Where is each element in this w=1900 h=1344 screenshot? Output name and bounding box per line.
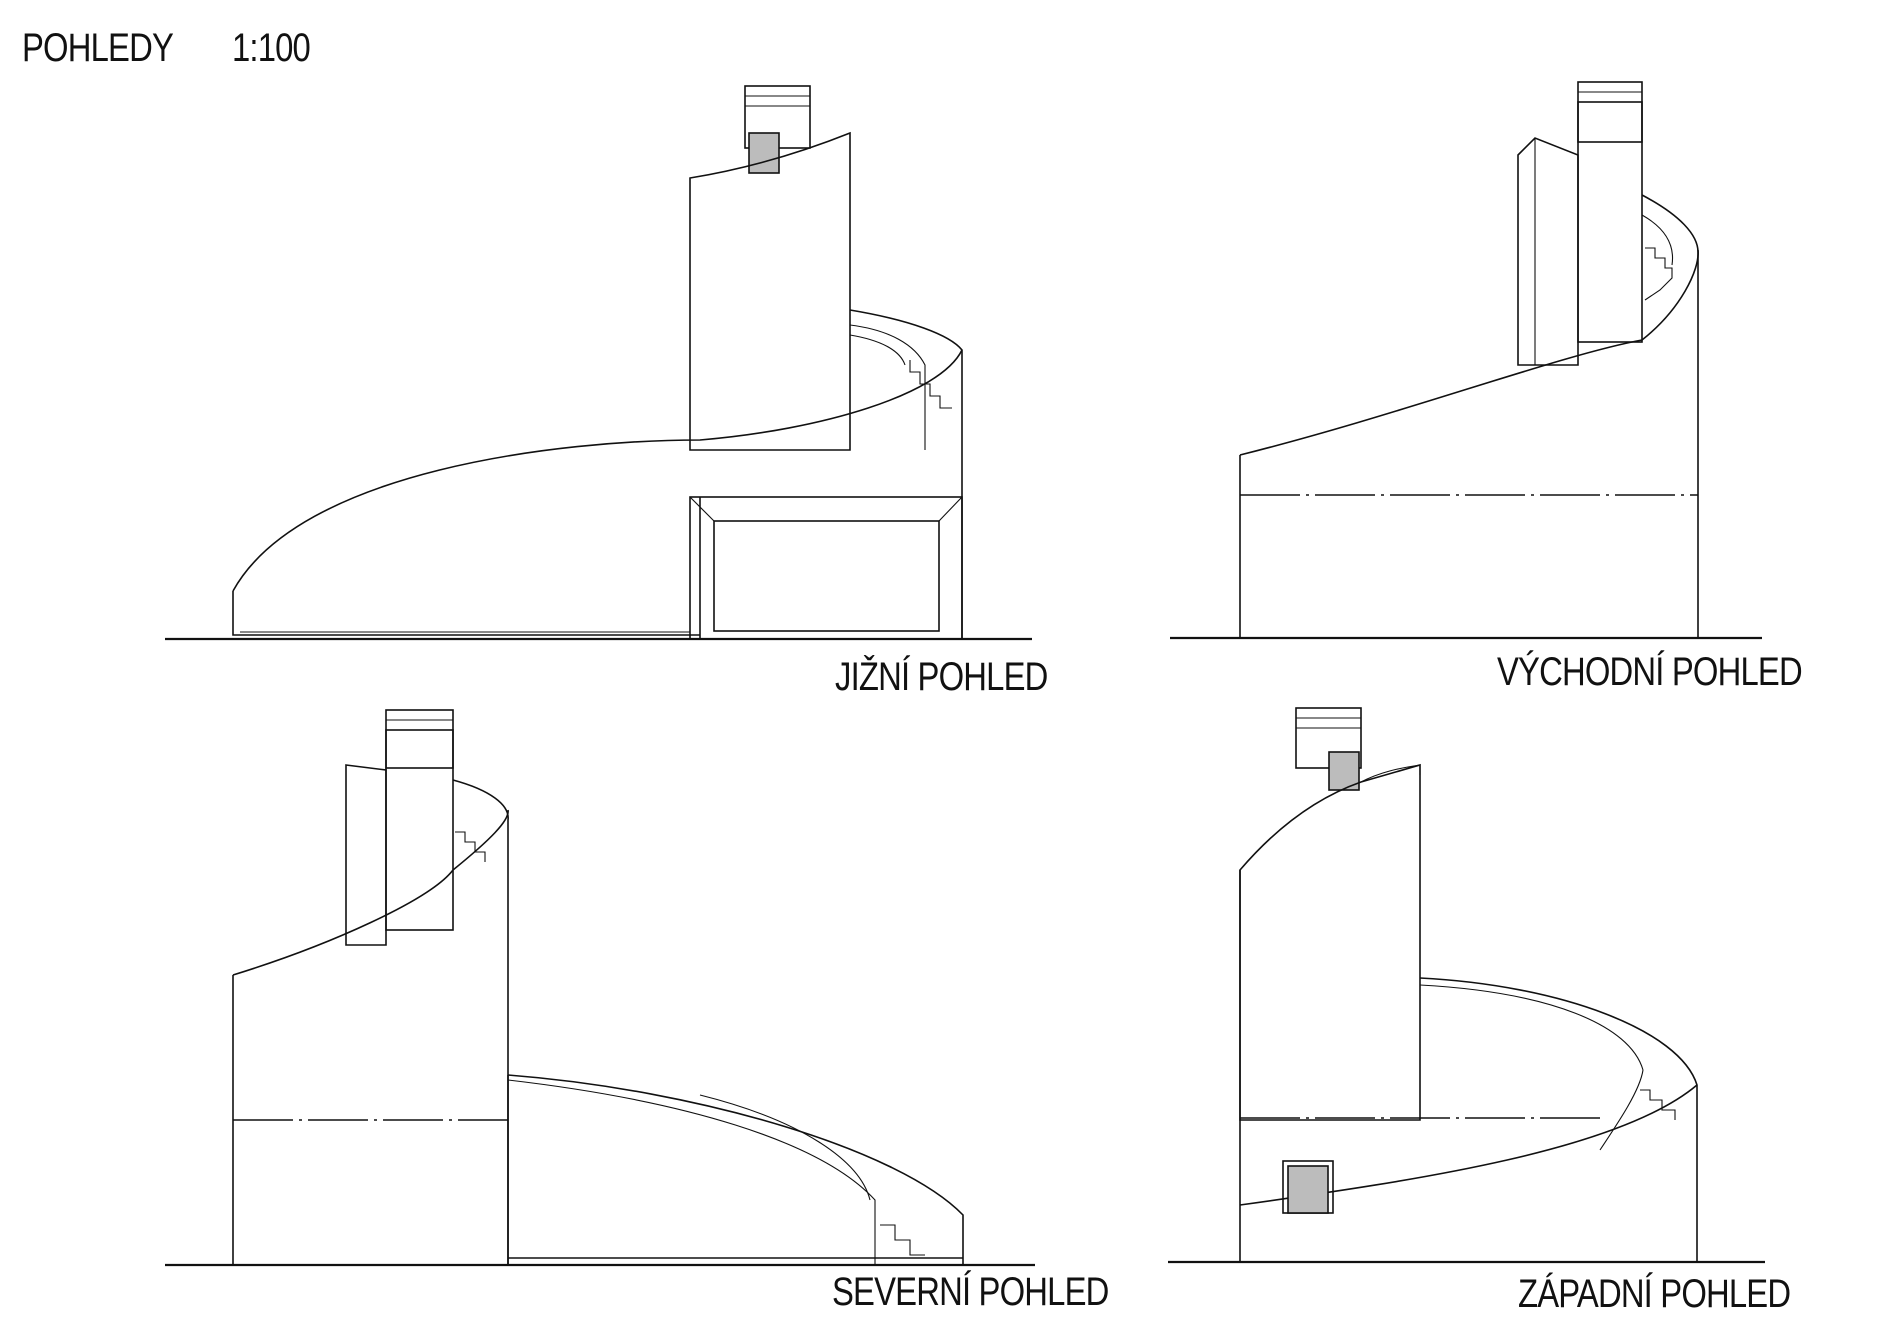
north-spiral-wall [452, 779, 509, 1265]
north-view-label: SEVERNÍ POHLED [832, 1270, 1109, 1314]
south-tower [689, 131, 851, 451]
west-tower-tip [1407, 764, 1421, 775]
north-stairs-upper [455, 831, 486, 862]
south-spiral-wall-line [849, 334, 906, 366]
east-fin [1517, 137, 1579, 366]
north-tower [385, 729, 454, 931]
south-garage-chamfer [938, 496, 963, 522]
north-chimney [385, 709, 454, 769]
north-stairs-lower [880, 1224, 925, 1256]
sheet-title: POHLEDY [22, 26, 174, 70]
west-view-label: ZÁPADNÍ POHLED [1518, 1272, 1791, 1316]
south-ramp-base [232, 591, 700, 636]
west-tower [1239, 763, 1421, 1121]
east-tower [1577, 101, 1643, 343]
north-fin [345, 764, 387, 946]
south-garage [689, 496, 963, 640]
east-chimney [1577, 81, 1643, 143]
north-low-block [507, 1075, 963, 1265]
north-ramp-outer [232, 809, 509, 976]
north-low-ramp-outer [507, 1074, 964, 1265]
west-ramp-outer [1419, 977, 1698, 1262]
south-garage-opening [713, 520, 940, 632]
south-elevation [165, 85, 1032, 641]
west-stairs [1640, 1089, 1676, 1120]
east-elevation [1170, 81, 1762, 640]
south-view-label: JIŽNÍ POHLED [835, 655, 1048, 699]
east-view-label: VÝCHODNÍ POHLED [1497, 650, 1803, 694]
south-spiral-wall-inner [849, 324, 926, 450]
east-ramp-outer [1239, 249, 1699, 456]
south-chimney-window [748, 132, 780, 174]
west-ramp-wall [1599, 1069, 1644, 1151]
north-low-ramp-line [699, 1094, 871, 1201]
south-spiral-wall-outer [849, 309, 963, 639]
south-stairs [909, 360, 952, 409]
scale-label: 1:100 [232, 26, 311, 70]
west-chimney-window [1328, 751, 1360, 791]
south-ramp-outer [232, 349, 963, 592]
south-garage-chamfer [689, 496, 715, 522]
east-spiral-wall-inner [1641, 214, 1674, 266]
east-stairs [1644, 247, 1673, 301]
north-elevation [165, 709, 1035, 1267]
east-spiral-wall [1641, 194, 1699, 638]
west-elevation [1168, 707, 1765, 1264]
north-low-ramp-inner [507, 1079, 876, 1265]
west-ramp-inner [1419, 984, 1644, 1071]
west-door [1287, 1165, 1329, 1214]
